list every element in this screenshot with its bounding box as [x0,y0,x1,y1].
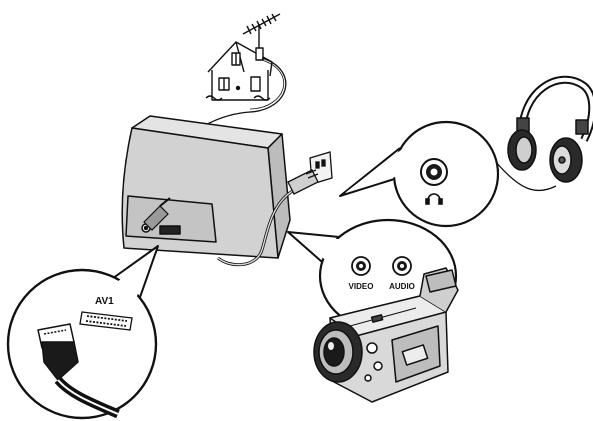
house-icon [206,14,280,100]
headphone-callout [340,122,498,226]
power-plug-icon [288,152,332,194]
video-jack-icon [352,257,370,275]
video-label: VIDEO [349,282,374,291]
audio-label: AUDIO [389,282,415,291]
audio-jack-icon [393,257,411,275]
av1-label: AV1 [95,296,114,307]
scart-callout: AV1 [8,246,158,418]
headphone-jack-icon [421,159,447,185]
headphones-icon [508,80,592,182]
